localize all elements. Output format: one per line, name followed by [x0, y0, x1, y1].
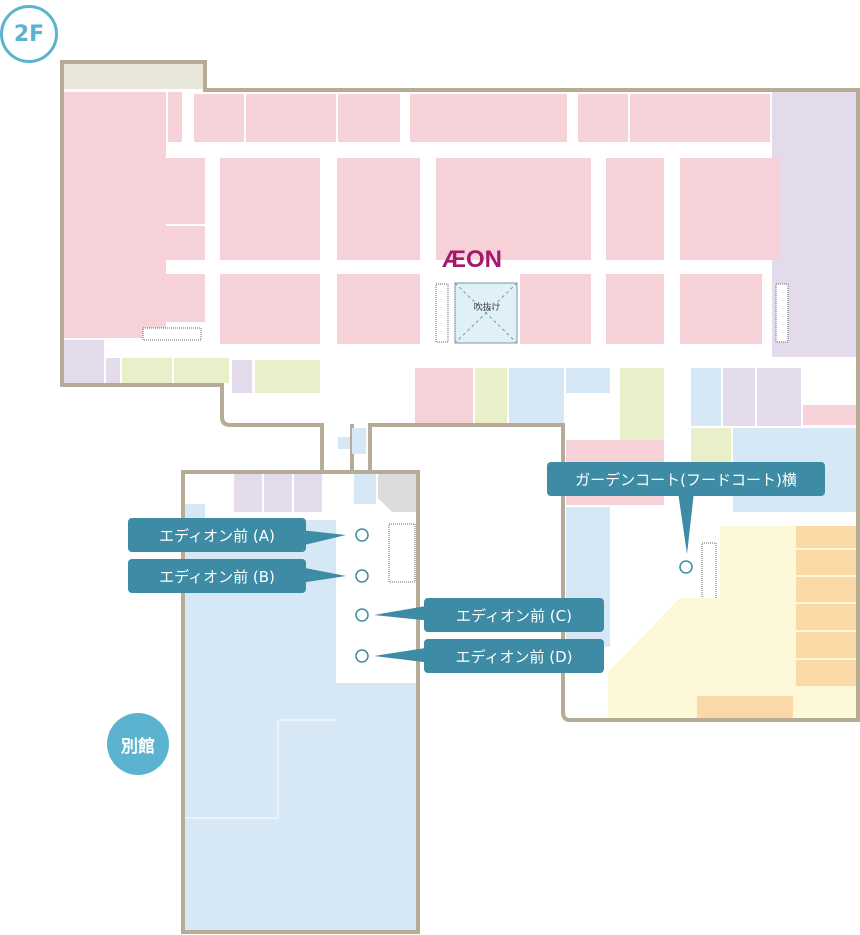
shop: [354, 474, 376, 504]
shop: [264, 474, 292, 512]
shop: [803, 405, 856, 425]
shop: [122, 358, 172, 383]
shop: [566, 368, 610, 393]
food-stall: [796, 526, 856, 548]
food-stall: [796, 660, 856, 686]
escalator: [388, 523, 416, 583]
bridge-room: [352, 428, 366, 454]
marker-b[interactable]: [355, 569, 369, 583]
shop: [509, 368, 564, 423]
shop: [255, 360, 320, 393]
service-area: [378, 474, 416, 512]
shop: [232, 360, 252, 393]
shop: [64, 340, 104, 383]
food-stall: [796, 632, 856, 658]
shop: [220, 274, 320, 344]
escalator: [142, 327, 202, 341]
marker-a[interactable]: [355, 528, 369, 542]
annex-badge: 別館: [107, 713, 169, 775]
food-stall: [697, 696, 793, 718]
marker-c[interactable]: [355, 608, 369, 622]
shop: [680, 158, 780, 260]
aeon-logo: ÆON: [442, 246, 502, 273]
marker-d[interactable]: [355, 649, 369, 663]
shop: [337, 158, 420, 260]
escalator: [775, 283, 789, 343]
shop: [338, 94, 400, 142]
shop: [106, 358, 120, 383]
food-stall: [796, 550, 856, 575]
pointer-garden: [678, 492, 694, 554]
service-area: [64, 64, 203, 89]
marker-garden[interactable]: [679, 560, 693, 574]
food-court: [608, 526, 856, 718]
bridge-room: [338, 437, 350, 449]
location-label-a[interactable]: エディオン前 (A): [128, 518, 306, 552]
shop: [606, 158, 664, 260]
shop: [133, 274, 205, 322]
bridge-door: [320, 424, 324, 474]
shop: [606, 274, 664, 344]
shop: [620, 368, 664, 440]
location-label-c[interactable]: エディオン前 (C): [424, 598, 604, 632]
shop: [415, 368, 473, 423]
shop: [680, 274, 762, 344]
escalator: [701, 542, 717, 602]
pointer-a: [300, 530, 346, 546]
shop: [578, 94, 628, 142]
shop: [294, 474, 322, 512]
shop: [133, 226, 205, 260]
floor-badge: 2F: [0, 5, 58, 63]
shop: [691, 368, 721, 426]
shop: [723, 368, 755, 426]
shop: [436, 158, 591, 260]
pointer-c: [374, 605, 432, 621]
shop: [757, 368, 801, 426]
annex-store: [185, 504, 416, 930]
food-stall: [796, 577, 856, 602]
location-label-d[interactable]: エディオン前 (D): [424, 639, 604, 673]
shop: [630, 94, 770, 142]
shop: [410, 94, 567, 142]
food-stall: [796, 604, 856, 630]
atrium-label: 吹抜け: [473, 303, 501, 313]
location-label-garden[interactable]: ガーデンコート(フードコート)横: [547, 462, 825, 496]
shop: [337, 274, 420, 344]
shop: [691, 428, 731, 463]
shop: [194, 94, 244, 142]
shop: [234, 474, 262, 512]
shop: [246, 94, 336, 142]
escalator: [435, 283, 449, 343]
shop: [220, 158, 320, 260]
location-label-b[interactable]: エディオン前 (B): [128, 559, 306, 593]
shop: [520, 274, 591, 344]
pointer-b: [300, 567, 346, 583]
shop: [475, 368, 507, 423]
pointer-d: [374, 647, 432, 663]
shop: [168, 92, 182, 142]
shop: [133, 158, 205, 224]
shop: [174, 358, 229, 383]
